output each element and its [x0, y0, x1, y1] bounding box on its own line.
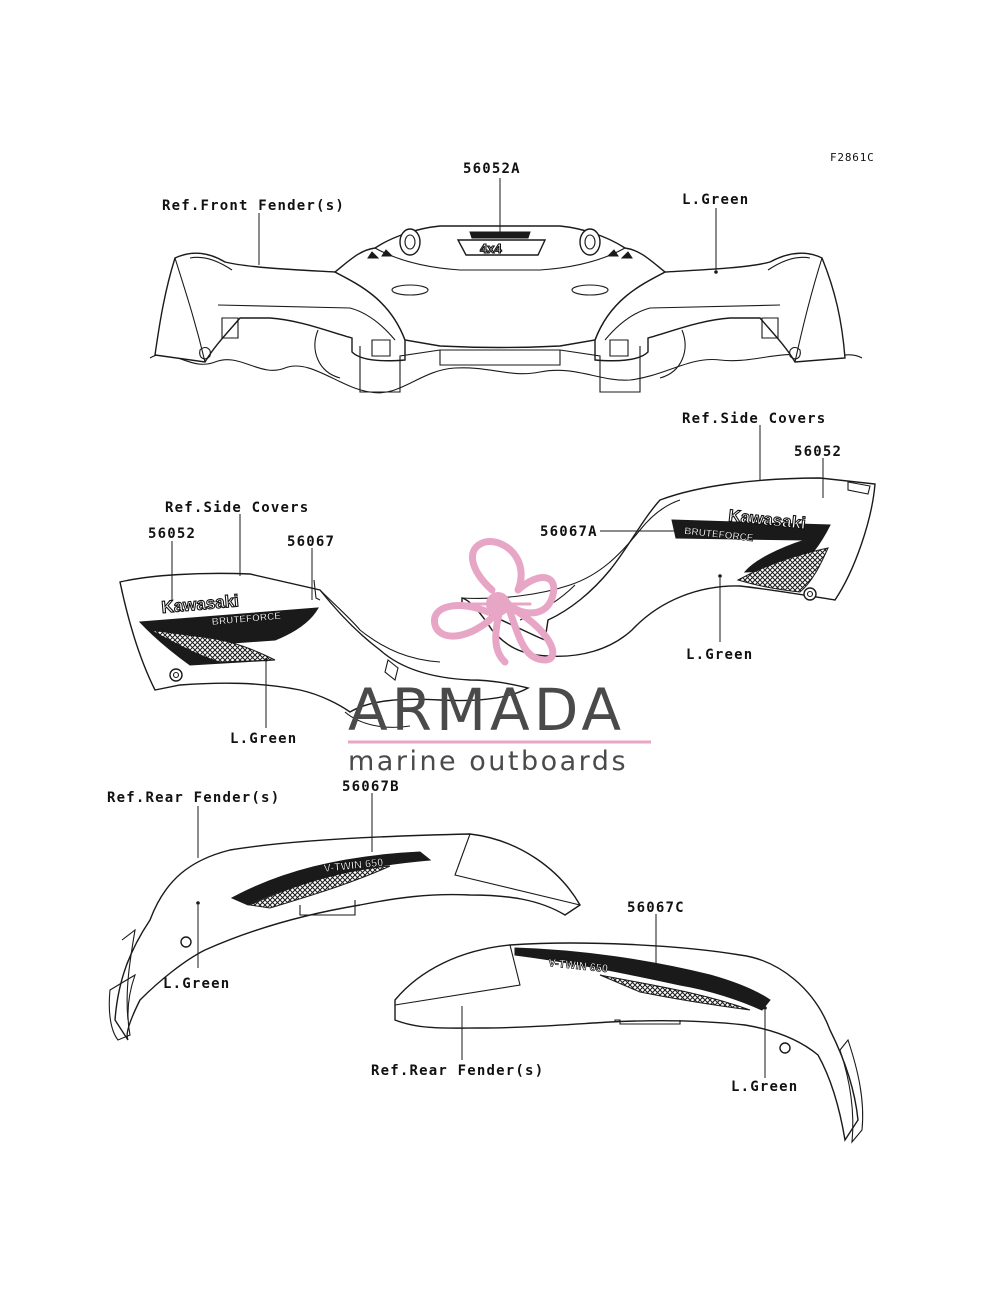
label-56052-left: 56052 — [148, 526, 196, 542]
label-front-l-green: L.Green — [682, 192, 749, 208]
label-56067C: 56067C — [627, 900, 685, 916]
front-badge-text: 4x4 — [480, 241, 502, 256]
watermark-subtitle: marine outboards — [348, 746, 628, 777]
right-side-cover-drawing: Kawasaki BRUTEFORCE — [461, 477, 876, 657]
label-ref-side-covers-right: Ref.Side Covers — [682, 411, 826, 427]
armada-watermark: ARMADA marine outboards — [348, 538, 651, 777]
figure-code: F2861C — [830, 151, 875, 164]
propeller-logo-icon — [431, 538, 558, 666]
label-ref-front-fender: Ref.Front Fender(s) — [162, 198, 345, 214]
right-rear-fender-drawing: V-TWIN 650 — [394, 942, 864, 1144]
label-56052-right: 56052 — [794, 444, 842, 460]
watermark-title: ARMADA — [348, 676, 625, 744]
front-fender-drawing: 4x4 — [149, 225, 863, 394]
label-56067B: 56067B — [342, 779, 400, 795]
left-rear-fender-drawing: V-TWIN 650 — [108, 833, 581, 1041]
label-side-l-green-left: L.Green — [230, 731, 297, 747]
label-ref-rear-fender-left: Ref.Rear Fender(s) — [107, 790, 280, 806]
label-side-l-green-right: L.Green — [686, 647, 753, 663]
label-56052A: 56052A — [463, 161, 521, 177]
label-rear-l-green-right: L.Green — [731, 1079, 798, 1095]
label-ref-rear-fender-right: Ref.Rear Fender(s) — [371, 1063, 544, 1079]
label-56067A: 56067A — [540, 524, 598, 540]
label-ref-side-covers-left: Ref.Side Covers — [165, 500, 309, 516]
left-side-cover-drawing: Kawasaki BRUTEFORCE — [119, 572, 530, 728]
front-badge-decal: 4x4 — [456, 231, 547, 257]
label-rear-l-green-left: L.Green — [163, 976, 230, 992]
label-56067: 56067 — [287, 534, 335, 550]
